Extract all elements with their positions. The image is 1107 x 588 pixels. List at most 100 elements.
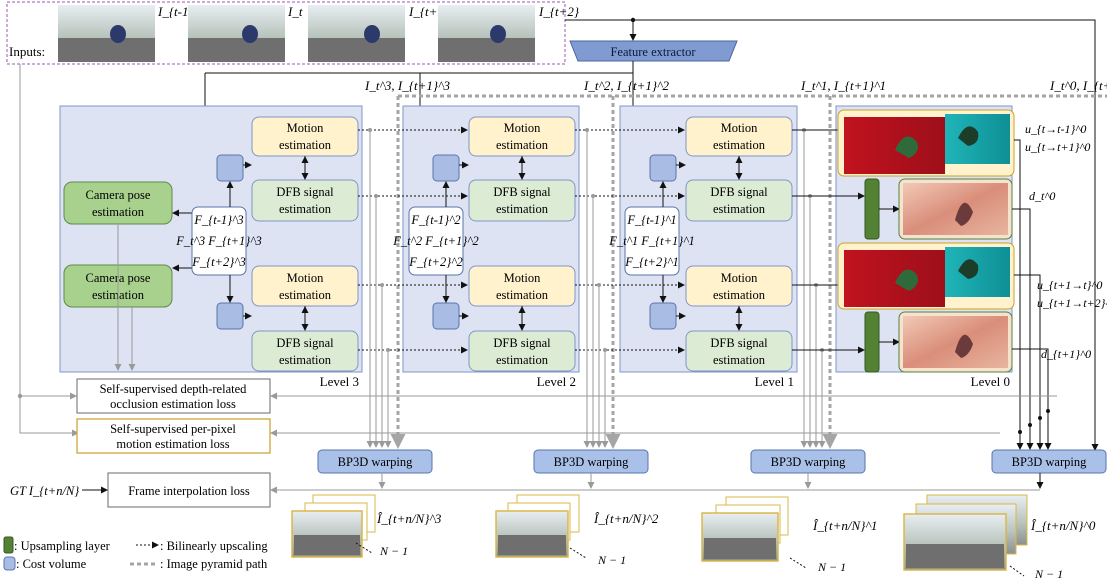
svg-text:F_{t-1}^2: F_{t-1}^2 bbox=[410, 213, 460, 227]
level-3-features: F_{t-1}^3 F_t^3 F_{t+1}^3 F_{t+2}^3 bbox=[175, 206, 262, 276]
svg-text:estimation: estimation bbox=[713, 202, 766, 216]
svg-text:DFB signal: DFB signal bbox=[710, 336, 768, 350]
output-u-t-t1: u_{t→t+1}^0 bbox=[1025, 140, 1090, 154]
level-1-features: F_{t-1}^1 F_t^1 F_{t+1}^1 F_{t+2}^1 bbox=[608, 206, 695, 276]
pyramid-label-1: I_t^1, I_{t+1}^1 bbox=[800, 78, 886, 93]
level-2-motion-1: Motion estimation bbox=[468, 116, 576, 157]
occlusion-loss-box: Self-supervised depth-related occlusion … bbox=[76, 378, 271, 414]
level-0-label: Level 0 bbox=[971, 374, 1010, 389]
level-0-upsampling-1 bbox=[864, 178, 880, 240]
legend: : Upsampling layer : Cost volume : Bilin… bbox=[3, 536, 268, 571]
result-label-l1: Î_{t+n/N}^1 bbox=[812, 518, 877, 533]
level-2-features: F_{t-1}^2 F_t^2 F_{t+1}^2 F_{t+2}^2 bbox=[392, 206, 479, 276]
input-to-motion-loss bbox=[19, 64, 78, 434]
output-d-t: d_t^0 bbox=[1029, 189, 1055, 203]
svg-text:estimation: estimation bbox=[279, 202, 332, 216]
svg-text:F_t^1 F_{t+1}^1: F_t^1 F_{t+1}^1 bbox=[608, 234, 695, 248]
motion-loss-box: Self-supervised per-pixel motion estimat… bbox=[76, 418, 271, 454]
level-2-cost-volume-1 bbox=[432, 154, 460, 182]
legend-cost-volume-label: : Cost volume bbox=[16, 557, 87, 571]
pyramid-label-3: I_t^3, I_{t+1}^3 bbox=[364, 78, 451, 93]
result-stack-l2 bbox=[495, 494, 580, 558]
svg-text:estimation: estimation bbox=[496, 202, 549, 216]
svg-text:Motion: Motion bbox=[721, 121, 759, 135]
level-2-cost-volume-2 bbox=[432, 302, 460, 330]
svg-text:estimation: estimation bbox=[279, 138, 332, 152]
input-frame-2 bbox=[188, 5, 285, 62]
level-0-flow-map-1 bbox=[837, 109, 1015, 177]
n-minus-1-l0: N − 1 bbox=[1034, 567, 1063, 581]
svg-text:F_t^3 F_{t+1}^3: F_t^3 F_{t+1}^3 bbox=[175, 234, 262, 248]
svg-text:occlusion estimation loss: occlusion estimation loss bbox=[110, 397, 236, 411]
svg-text:BP3D warping: BP3D warping bbox=[554, 455, 629, 469]
result-stack-l1 bbox=[701, 496, 789, 562]
svg-text:BP3D warping: BP3D warping bbox=[771, 455, 846, 469]
legend-pyramid-label: : Image pyramid path bbox=[160, 557, 268, 571]
svg-text:DFB signal: DFB signal bbox=[710, 185, 768, 199]
svg-text:F_{t-1}^1: F_{t-1}^1 bbox=[626, 213, 676, 227]
svg-text:motion estimation loss: motion estimation loss bbox=[116, 437, 229, 451]
level-3-label: Level 3 bbox=[320, 374, 359, 389]
svg-text:DFB signal: DFB signal bbox=[493, 185, 551, 199]
result-stack-l0 bbox=[903, 494, 1028, 571]
input-frame-1-label: I_{t-1} bbox=[157, 4, 194, 19]
level-3-motion-1: Motion estimation bbox=[251, 116, 359, 157]
svg-text:estimation: estimation bbox=[92, 205, 145, 219]
level-1-motion-1: Motion estimation bbox=[685, 116, 793, 157]
result-label-l0: Î_{t+n/N}^0 bbox=[1030, 518, 1096, 533]
level-2-label: Level 2 bbox=[537, 374, 576, 389]
svg-text:Motion: Motion bbox=[721, 271, 759, 285]
svg-text:estimation: estimation bbox=[496, 353, 549, 367]
svg-text:estimation: estimation bbox=[713, 288, 766, 302]
frame-loss-box: Frame interpolation loss bbox=[107, 472, 271, 508]
input-frame-4-label: I_{t+2} bbox=[538, 4, 580, 19]
level-3-cost-volume-2 bbox=[216, 302, 244, 330]
svg-text:estimation: estimation bbox=[713, 138, 766, 152]
level-2-motion-2: Motion estimation bbox=[468, 265, 576, 307]
level-3-camera-pose-1: Camera pose estimation bbox=[63, 181, 173, 225]
svg-text:estimation: estimation bbox=[279, 353, 332, 367]
input-frame-3 bbox=[308, 5, 405, 62]
bp3d-warping-l3: BP3D warping bbox=[317, 449, 433, 474]
level-3-dfb-2: DFB signal estimation bbox=[251, 330, 359, 372]
level-1-cost-volume-1 bbox=[649, 154, 677, 182]
level-2-dfb-2: DFB signal estimation bbox=[468, 330, 576, 372]
level-3-dfb-1: DFB signal estimation bbox=[251, 179, 359, 222]
svg-text:BP3D warping: BP3D warping bbox=[1012, 455, 1087, 469]
svg-text:F_t^2 F_{t+1}^2: F_t^2 F_{t+1}^2 bbox=[392, 234, 479, 248]
svg-text:Motion: Motion bbox=[504, 121, 542, 135]
level-2-dfb-1: DFB signal estimation bbox=[468, 179, 576, 222]
result-stack-l3 bbox=[291, 494, 376, 558]
feature-extractor-label: Feature extractor bbox=[610, 45, 696, 59]
svg-text:Camera pose: Camera pose bbox=[86, 188, 151, 202]
legend-upsampling-label: : Upsampling layer bbox=[14, 539, 111, 553]
n-minus-1-l3: N − 1 bbox=[379, 544, 408, 558]
svg-text:F_{t+2}^3: F_{t+2}^3 bbox=[191, 255, 246, 269]
pyramid-label-2: I_t^2, I_{t+1}^2 bbox=[583, 78, 670, 93]
n-minus-1-l1: N − 1 bbox=[817, 560, 846, 574]
legend-cost-volume-swatch bbox=[3, 556, 16, 571]
result-label-l3: Î_{t+n/N}^3 bbox=[376, 511, 442, 526]
output-d-t1: d_{t+1}^0 bbox=[1041, 347, 1091, 361]
svg-text:DFB signal: DFB signal bbox=[493, 336, 551, 350]
n-minus-1-l2: N − 1 bbox=[597, 553, 626, 567]
input-bus bbox=[565, 19, 1096, 447]
output-u-t1-t2: u_{t+1→t+2}^0 bbox=[1037, 296, 1107, 310]
level-0-upsampling-2 bbox=[864, 311, 880, 373]
svg-text:Frame interpolation loss: Frame interpolation loss bbox=[128, 484, 250, 498]
svg-text:DFB signal: DFB signal bbox=[276, 185, 334, 199]
level-1-dfb-2: DFB signal estimation bbox=[685, 330, 793, 372]
output-u-t-t-1: u_{t→t-1}^0 bbox=[1025, 122, 1086, 136]
result-label-l2: Î_{t+n/N}^2 bbox=[593, 511, 659, 526]
inputs-label: Inputs: bbox=[9, 44, 45, 59]
svg-text:estimation: estimation bbox=[496, 138, 549, 152]
svg-text:estimation: estimation bbox=[279, 288, 332, 302]
output-u-t1-t: u_{t+1→t}^0 bbox=[1037, 278, 1102, 292]
svg-text:BP3D warping: BP3D warping bbox=[338, 455, 413, 469]
svg-text:Motion: Motion bbox=[504, 271, 542, 285]
input-frame-2-label: I_t bbox=[287, 4, 303, 19]
input-frame-1 bbox=[58, 5, 155, 62]
input-frame-4 bbox=[438, 5, 535, 62]
